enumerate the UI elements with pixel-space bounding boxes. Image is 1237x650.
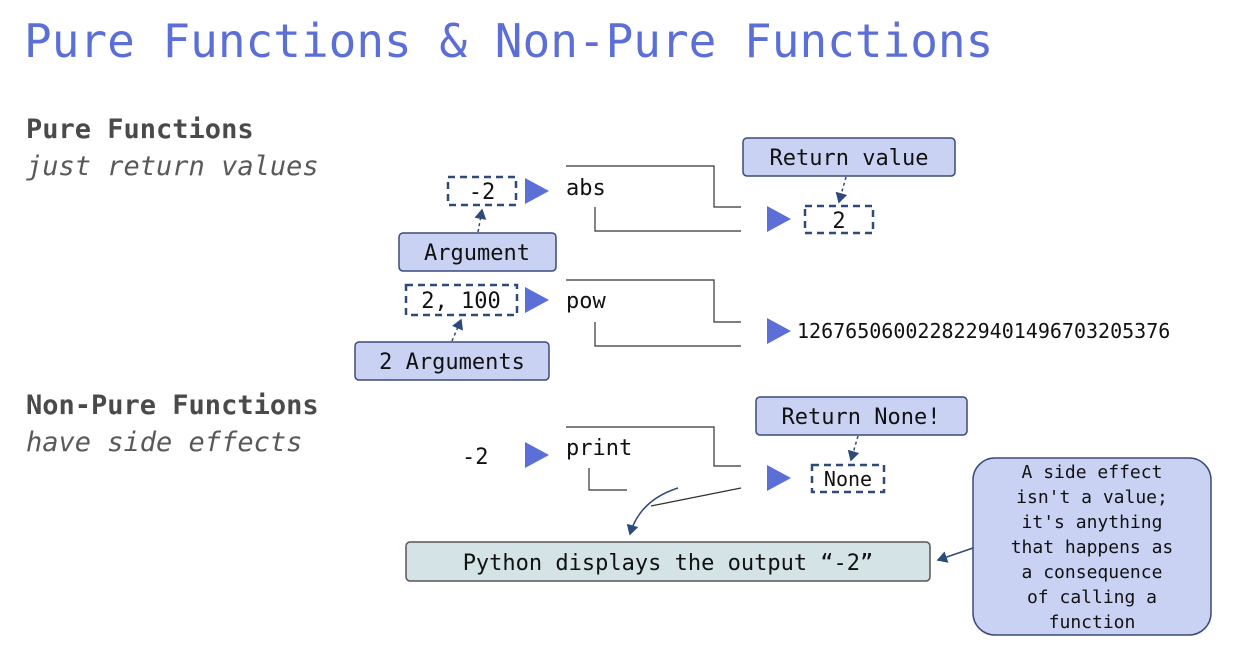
pow-input-arrow xyxy=(525,287,549,313)
side-effect-line-3: it's anything xyxy=(1022,512,1163,533)
return-none-pointer xyxy=(847,435,860,462)
pow-function-shape xyxy=(566,279,741,323)
two-arguments-label: 2 Arguments xyxy=(379,350,525,375)
nonpure-subheading: have side effects xyxy=(26,427,302,458)
abs-output: 2 xyxy=(832,209,845,234)
display-output-box xyxy=(405,541,931,582)
pure-subheading: just return values xyxy=(26,151,319,182)
pow-output-arrow xyxy=(767,318,791,344)
display-pointer xyxy=(626,487,679,536)
two-arguments-pointer xyxy=(451,318,463,342)
abs-function-shape xyxy=(566,165,741,208)
side-effect-line-5: a consequence xyxy=(1022,562,1163,583)
abs-output-arrow xyxy=(767,206,791,232)
pow-function-name: pow xyxy=(566,289,606,314)
nonpure-heading: Non-Pure Functions xyxy=(26,390,319,421)
pure-heading: Pure Functions xyxy=(26,114,254,145)
abs-function-shape-bottom xyxy=(594,207,741,232)
page-title: Pure Functions & Non-Pure Functions xyxy=(24,14,993,68)
print-output-arrow xyxy=(767,465,791,491)
print-side-line xyxy=(650,487,742,507)
argument-label: Argument xyxy=(424,241,530,266)
side-effect-line-1: A side effect xyxy=(1022,462,1163,483)
pow-input-box xyxy=(404,283,519,317)
side-effect-note xyxy=(972,457,1212,636)
abs-function-name: abs xyxy=(566,176,606,201)
return-value-callout xyxy=(742,137,956,177)
print-function-name: print xyxy=(566,436,632,461)
side-effect-line-7: function xyxy=(1049,612,1136,633)
return-none-callout xyxy=(755,396,968,436)
print-input-arrow xyxy=(525,442,549,468)
print-output: None xyxy=(824,467,872,491)
print-input: -2 xyxy=(462,445,489,470)
display-output-label: Python displays the output “-2” xyxy=(463,551,874,576)
abs-input-arrow xyxy=(525,178,549,204)
side-effect-line-4: that happens as xyxy=(1011,537,1174,558)
return-none-label: Return None! xyxy=(782,405,941,430)
side-effect-pointer xyxy=(936,547,974,563)
side-effect-line-2: isn't a value; xyxy=(1016,487,1168,508)
pow-output: 1267650600228229401496703205376 xyxy=(797,319,1170,343)
pow-input: 2, 100 xyxy=(421,289,500,314)
print-function-shape-bottom xyxy=(588,468,627,491)
return-value-pointer xyxy=(835,176,848,204)
argument-pointer xyxy=(474,208,487,233)
side-effect-line-6: of calling a xyxy=(1027,587,1157,608)
two-arguments-callout xyxy=(354,341,550,381)
pow-function-shape-bottom xyxy=(594,322,741,347)
abs-input: -2 xyxy=(469,180,496,205)
argument-callout xyxy=(398,232,557,272)
print-function-shape xyxy=(566,426,741,467)
return-value-label: Return value xyxy=(770,146,929,171)
print-output-box xyxy=(810,463,886,494)
